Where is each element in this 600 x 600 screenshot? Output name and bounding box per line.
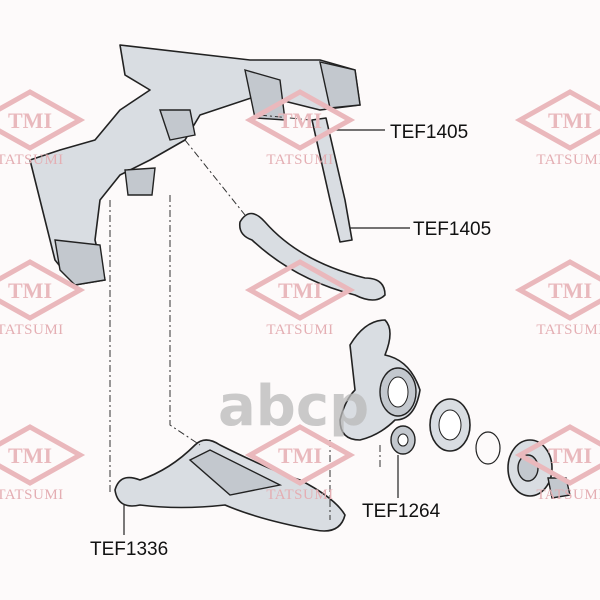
tmi-diamond-icon xyxy=(0,89,86,151)
tmi-logo-text: TMI xyxy=(8,443,52,468)
tmi-diamond-icon xyxy=(244,89,356,151)
bushing-tef1264 xyxy=(390,425,416,455)
rear-subframe xyxy=(29,44,361,286)
tmi-watermark: TMI TATSUMI xyxy=(244,424,356,503)
label-tef1405-lower: TEF1405 xyxy=(413,219,491,240)
tmi-diamond-icon xyxy=(514,89,600,151)
label-tef1405-upper: TEF1405 xyxy=(390,122,468,143)
tatsumi-text: TATSUMI xyxy=(536,487,600,503)
tmi-diamond-icon xyxy=(0,259,86,321)
tmi-watermark: TMI TATSUMI xyxy=(0,424,86,503)
tmi-watermark: TMI TATSUMI xyxy=(514,424,600,503)
tmi-diamond-icon xyxy=(0,424,86,486)
tmi-logo-text: TMI xyxy=(278,443,322,468)
tmi-logo-text: TMI xyxy=(548,443,592,468)
tatsumi-text: TATSUMI xyxy=(266,487,333,503)
tmi-diamond-icon xyxy=(244,424,356,486)
tmi-diamond-icon xyxy=(514,259,600,321)
circlip xyxy=(475,431,501,465)
tmi-logo-text: TMI xyxy=(548,108,592,133)
tmi-watermark: TMI TATSUMI xyxy=(0,89,86,168)
tmi-watermark: TMI TATSUMI xyxy=(244,259,356,338)
tmi-logo-text: TMI xyxy=(278,278,322,303)
tmi-watermark: TMI TATSUMI xyxy=(514,89,600,168)
label-tef1336: TEF1336 xyxy=(90,539,168,560)
tatsumi-text: TATSUMI xyxy=(266,152,333,168)
tatsumi-text: TATSUMI xyxy=(0,152,64,168)
upper-control-arm xyxy=(238,212,386,301)
tmi-watermark: TMI TATSUMI xyxy=(514,259,600,338)
label-tef1264: TEF1264 xyxy=(362,501,441,522)
tatsumi-text: TATSUMI xyxy=(0,322,64,338)
tatsumi-text: TATSUMI xyxy=(266,322,333,338)
tatsumi-text: TATSUMI xyxy=(0,487,64,503)
upper-link-tef1405 xyxy=(311,117,353,243)
tatsumi-text: TATSUMI xyxy=(536,152,600,168)
tatsumi-text: TATSUMI xyxy=(536,322,600,338)
tmi-watermark: TMI TATSUMI xyxy=(0,259,86,338)
tmi-logo-text: TMI xyxy=(278,108,322,133)
tmi-logo-text: TMI xyxy=(8,108,52,133)
tmi-watermark: TMI TATSUMI xyxy=(244,89,356,168)
abcp-watermark: abcp xyxy=(218,374,369,439)
tmi-logo-text: TMI xyxy=(548,278,592,303)
wheel-bearing xyxy=(429,398,471,452)
tmi-diamond-icon xyxy=(514,424,600,486)
tmi-logo-text: TMI xyxy=(8,278,52,303)
tmi-diamond-icon xyxy=(244,259,356,321)
